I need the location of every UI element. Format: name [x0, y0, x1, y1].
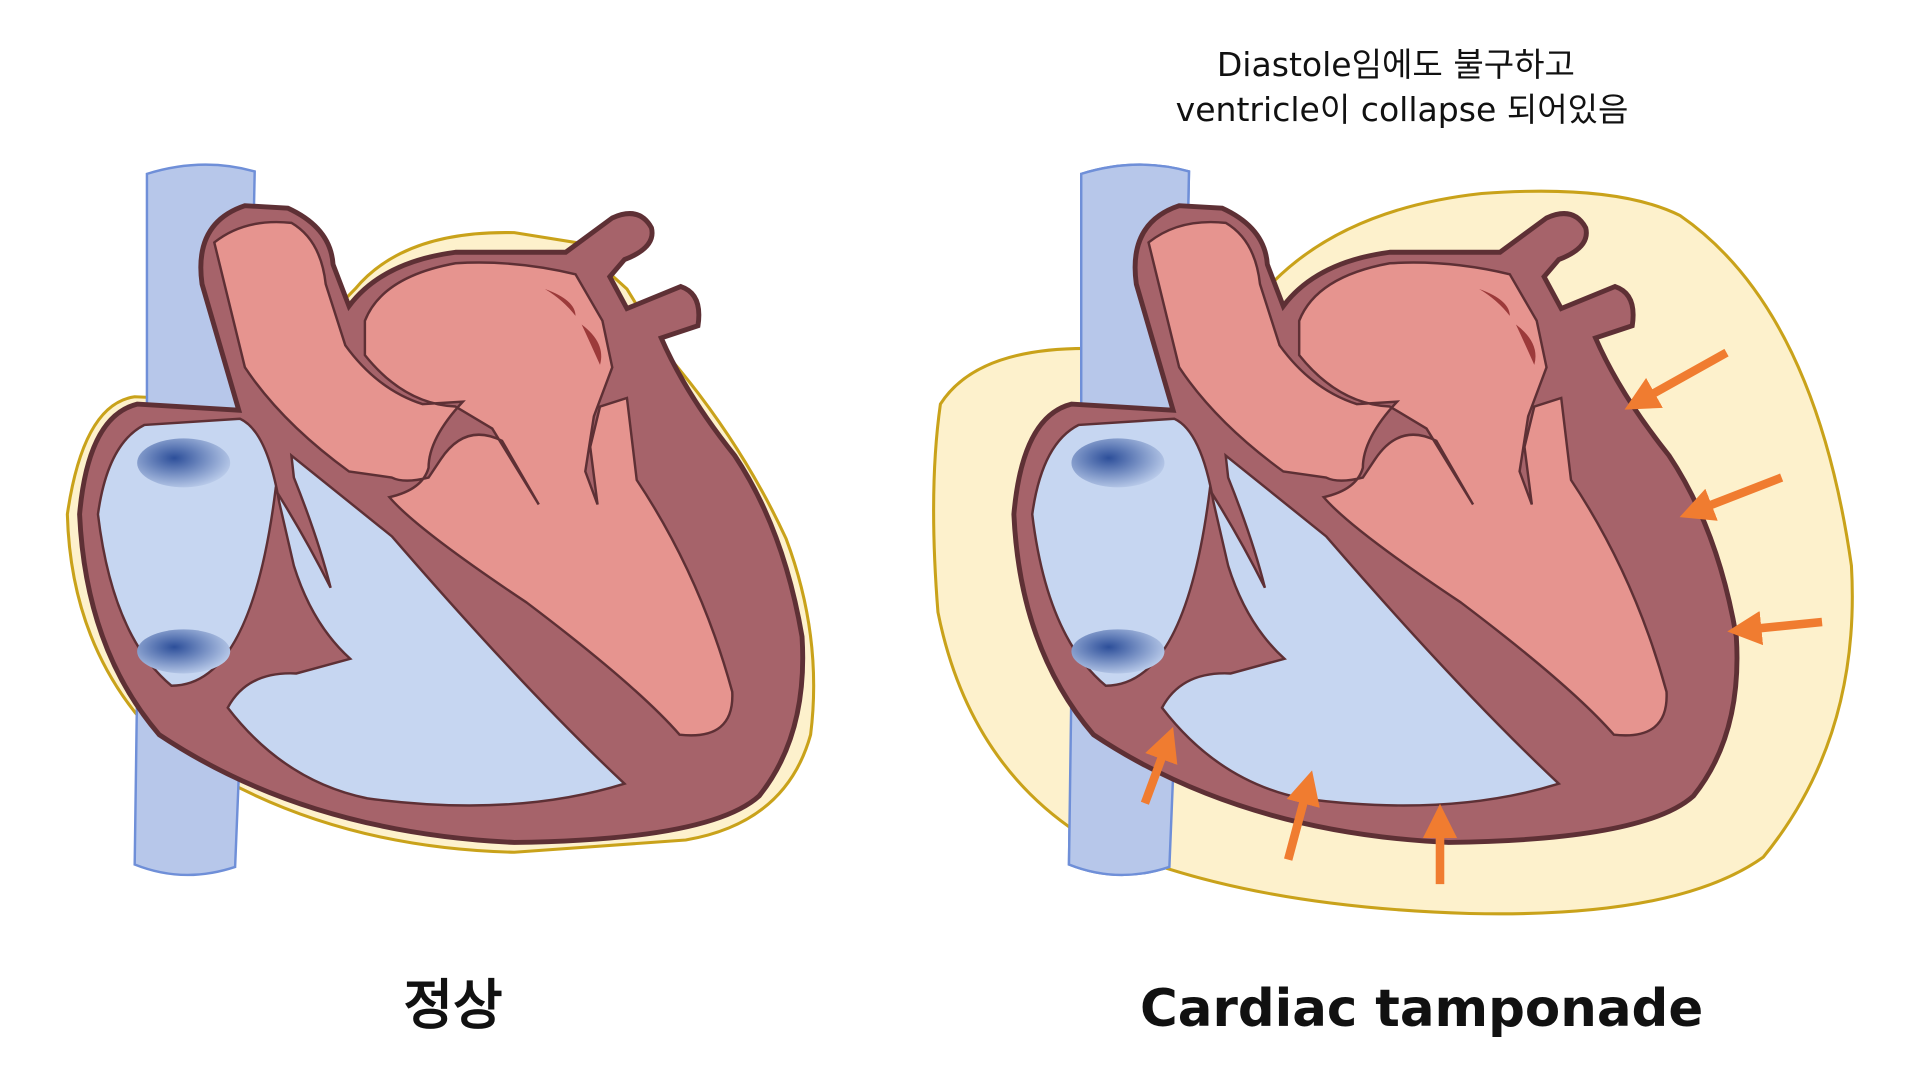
label-normal: 정상	[404, 974, 503, 1037]
arrow-icon	[1140, 726, 1178, 805]
arrow-icon	[1679, 473, 1784, 521]
tamponade-heart	[932, 165, 1854, 916]
label-tamponade: Cardiac tamponade	[1140, 979, 1703, 1039]
arrow-icon	[1284, 770, 1320, 861]
annotation-line-1: Diastole임에도 불구하고	[1217, 45, 1575, 84]
arrow-icon	[1624, 348, 1729, 410]
normal-heart	[65, 165, 816, 875]
arrow-icon	[1727, 611, 1823, 646]
annotation-line-2: ventricle이 collapse 되어있음	[1176, 90, 1629, 129]
compression-arrows	[1140, 348, 1823, 885]
